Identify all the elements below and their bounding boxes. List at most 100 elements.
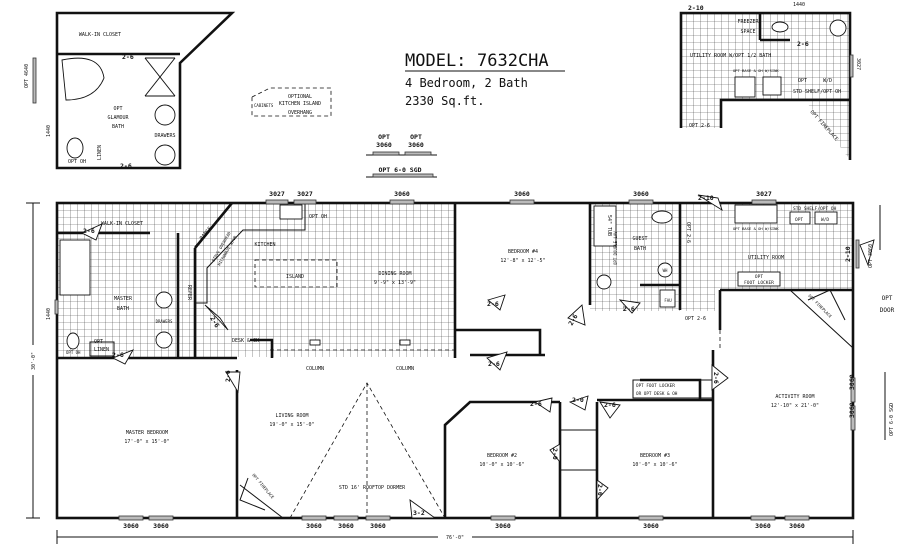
opt-window-label: OPT 3060 — [868, 244, 874, 268]
door-label: 3-2 — [413, 509, 425, 517]
column — [399, 339, 411, 346]
opt-door-label: OPT — [882, 295, 893, 302]
window — [850, 377, 856, 403]
fixture-outline — [829, 19, 847, 37]
door-label: 2-6 — [122, 53, 134, 61]
window-label: 3060 — [370, 522, 386, 530]
utility-sink — [734, 204, 778, 224]
opt-label: OPT — [798, 78, 807, 84]
bathtub — [59, 239, 91, 296]
window-label: 3060 — [789, 522, 805, 530]
square-feet: 2330 Sq.ft. — [405, 94, 484, 108]
model-label: MODEL: — [405, 51, 466, 71]
window — [365, 515, 391, 521]
fixture-outline — [711, 364, 729, 391]
window-label: 3060 — [643, 522, 659, 530]
fixture-outline — [487, 294, 506, 311]
room-label-kitchen: KITCHEN — [254, 242, 275, 248]
fixture-outline — [618, 299, 641, 314]
window-label: 3060 — [848, 374, 856, 390]
sink — [154, 144, 176, 166]
window-label: 3060 — [123, 522, 139, 530]
room-label-living: LIVING ROOM — [275, 413, 308, 419]
wall — [453, 203, 545, 358]
kitchen-island-inset: OPTIONAL KITCHEN ISLAND CABINETS OVERHAN… — [251, 87, 332, 117]
door-label: 2-10 — [698, 194, 714, 202]
window — [54, 299, 59, 315]
fixture-outline — [771, 21, 789, 33]
window — [148, 515, 174, 521]
room-label-walk-in-closet: WALK-IN CLOSET — [101, 221, 143, 227]
opt-oh-label: OPT OH — [66, 350, 81, 355]
fixture-outline — [549, 443, 561, 464]
fixture-outline — [734, 76, 756, 98]
room-size-bedroom-3: 10'-0" x 10'-6" — [632, 462, 677, 468]
window-label: 3060 — [394, 190, 410, 198]
room-label-master-bath: BATH — [117, 306, 129, 312]
fixture-outline — [599, 401, 621, 419]
toilet — [66, 137, 84, 159]
fixture-outline — [409, 499, 437, 519]
window-label: 3060 — [848, 402, 856, 418]
model-title-block: MODEL: 7632CHA 4 Bedroom, 2 Bath 2330 Sq… — [405, 51, 565, 108]
water-heater — [657, 262, 673, 278]
window-label: 3027 — [269, 190, 285, 198]
fireplace-label: OPT FIREPLACE — [807, 293, 833, 319]
fixture-outline — [533, 397, 553, 413]
room-size-master-bedroom: 17'-0" x 15'-0" — [124, 439, 169, 445]
main-floor-plan: WALK-IN CLOSET MASTER BATH KITCHEN ISLAN… — [26, 190, 895, 544]
window-label: 3027 — [855, 58, 861, 70]
island — [254, 259, 338, 288]
wall — [29, 345, 37, 375]
wall — [55, 11, 236, 170]
window — [784, 515, 810, 521]
window-label: 3027 — [756, 190, 772, 198]
island-inset-label: KITCHEN ISLAND — [279, 101, 321, 107]
door-label: OPT 2-6 — [685, 222, 691, 243]
fixture-outline — [111, 349, 135, 365]
fixture-outline — [762, 76, 782, 96]
overall-length: 76'-0" — [446, 535, 464, 541]
hall-locker-label: OPT FOOT LOCKER — [636, 383, 675, 389]
wall — [144, 57, 176, 97]
dormer-label: STD 16' ROOFTOP DORMER — [339, 485, 406, 491]
double-lav-label: OPT DOUBLE LAV — [613, 231, 618, 265]
optional-windows-top: OPT 3060 OPT 3060 OPT 6-0 SGD — [366, 133, 437, 178]
window — [333, 515, 359, 521]
walk-in-closet-label: WALK-IN CLOSET — [79, 32, 121, 38]
fixture-outline — [225, 371, 241, 394]
opt-door-label: OPT 2-6 — [689, 123, 710, 129]
opt-oh-label: OPT OH — [68, 159, 86, 165]
window — [293, 199, 317, 205]
window — [490, 515, 516, 521]
room-label-bedroom-4: BEDROOM #4 — [508, 249, 538, 255]
glamour-bath-inset: WALK-IN CLOSET OPT GLAMOUR BATH DRAWERS … — [24, 11, 236, 170]
fixture-outline — [859, 239, 875, 267]
fixture-outline — [80, 223, 103, 241]
foot-locker — [737, 271, 781, 287]
window — [301, 515, 327, 521]
room-label-activity: ACTIVITY ROOM — [775, 394, 814, 400]
glamour-bath-label: GLAMOUR — [107, 115, 129, 121]
room-label-guest-bath: GUEST — [632, 236, 647, 242]
window-label: 3060 — [633, 190, 649, 198]
door-label: 2-6 — [487, 300, 499, 308]
island-inset-label: OPTIONAL — [288, 94, 312, 100]
column-label: COLUMN — [306, 366, 324, 372]
opt-label: OPT — [378, 133, 390, 141]
shelf-label: STD SHELF/OPT OH — [793, 206, 837, 212]
window — [372, 151, 400, 156]
door-label: 2-0 — [572, 396, 584, 404]
utility-half-bath-inset: FREEZER SPACE UTILITY ROOM W/OPT 1/2 BAT… — [679, 2, 861, 160]
wd-label: W/D — [821, 217, 829, 223]
room-label-bedroom-2: BEDROOM #2 — [487, 453, 517, 459]
door-label: 2-0 — [551, 448, 559, 460]
sgd-label: OPT 6-0 SGD — [889, 403, 895, 436]
utility-inset-title: UTILITY ROOM W/OPT 1/2 BATH — [690, 53, 771, 59]
foot-locker-label: FOOT LOCKER — [744, 280, 774, 286]
window-label: 1440 — [793, 2, 805, 8]
fixture-outline — [814, 211, 838, 225]
window — [638, 515, 664, 521]
glamour-bath-label: OPT — [113, 106, 122, 112]
desk-label: DESK & OH — [232, 338, 259, 344]
